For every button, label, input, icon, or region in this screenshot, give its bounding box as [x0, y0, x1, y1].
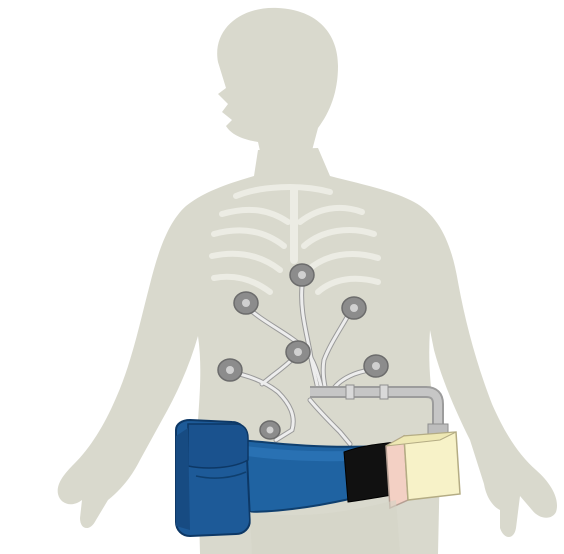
electrode-pad-5	[218, 359, 242, 381]
pouch-side	[176, 428, 190, 530]
cable-clip-1	[346, 385, 354, 399]
electrode-pad-7	[260, 421, 280, 439]
electrode-pad-6	[364, 355, 388, 377]
belt-pouch	[176, 420, 250, 536]
cable-clip-2	[380, 385, 388, 399]
electrode-pad-2	[234, 292, 258, 314]
pouch-flap	[188, 424, 248, 468]
monitor-unit	[386, 432, 460, 508]
electrode-pad-1	[290, 264, 314, 286]
electrode-pad-4	[286, 341, 310, 363]
head	[217, 8, 338, 160]
electrode-pad-3	[342, 297, 366, 319]
